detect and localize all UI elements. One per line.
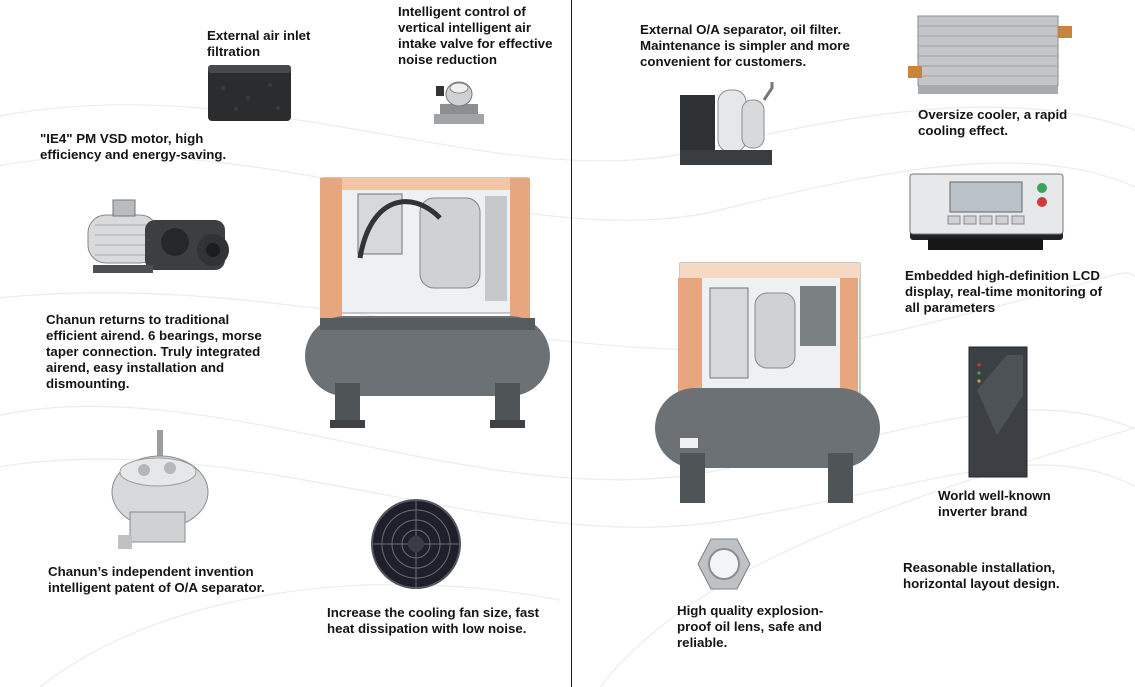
oa-separator-image bbox=[680, 82, 774, 165]
caption-air-inlet: External air inlet filtration bbox=[207, 28, 311, 59]
caption-oil-lens: High quality explosion-proof oil lens, s… bbox=[677, 603, 824, 650]
caption-inverter: World well-known inverter brand bbox=[938, 488, 1051, 519]
motor-airend-image bbox=[87, 199, 229, 273]
compressor-main-image-left bbox=[305, 177, 550, 428]
caption-lcd: Embedded high-definition LCD display, re… bbox=[905, 268, 1103, 315]
caption-separator-patent: Chanun’s independent invention intellige… bbox=[48, 564, 265, 595]
air-inlet-filter-image bbox=[208, 65, 291, 121]
caption-oa-separator: External O/A separator, oil filter. Main… bbox=[640, 22, 850, 69]
caption-airend: Chanun returns to traditional efficient … bbox=[46, 312, 262, 391]
oil-lens-image bbox=[697, 538, 751, 590]
cooler-image bbox=[908, 15, 1072, 94]
caption-cooler: Oversize cooler, a rapid cooling effect. bbox=[918, 107, 1068, 138]
caption-cooling-fan: Increase the cooling fan size, fast heat… bbox=[327, 605, 540, 636]
lcd-controller-image bbox=[909, 173, 1064, 250]
page-divider bbox=[571, 0, 572, 687]
compressor-main-image-right bbox=[655, 262, 880, 503]
cooling-fan-image bbox=[371, 499, 461, 589]
caption-motor: "IE4" PM VSD motor, high efficiency and … bbox=[40, 131, 227, 162]
inverter-image bbox=[968, 346, 1028, 478]
oa-separator-patent-image bbox=[111, 430, 209, 549]
caption-intake-valve: Intelligent control of vertical intellig… bbox=[398, 4, 553, 67]
caption-installation: Reasonable installation, horizontal layo… bbox=[903, 560, 1060, 591]
intake-valve-image bbox=[434, 81, 484, 124]
